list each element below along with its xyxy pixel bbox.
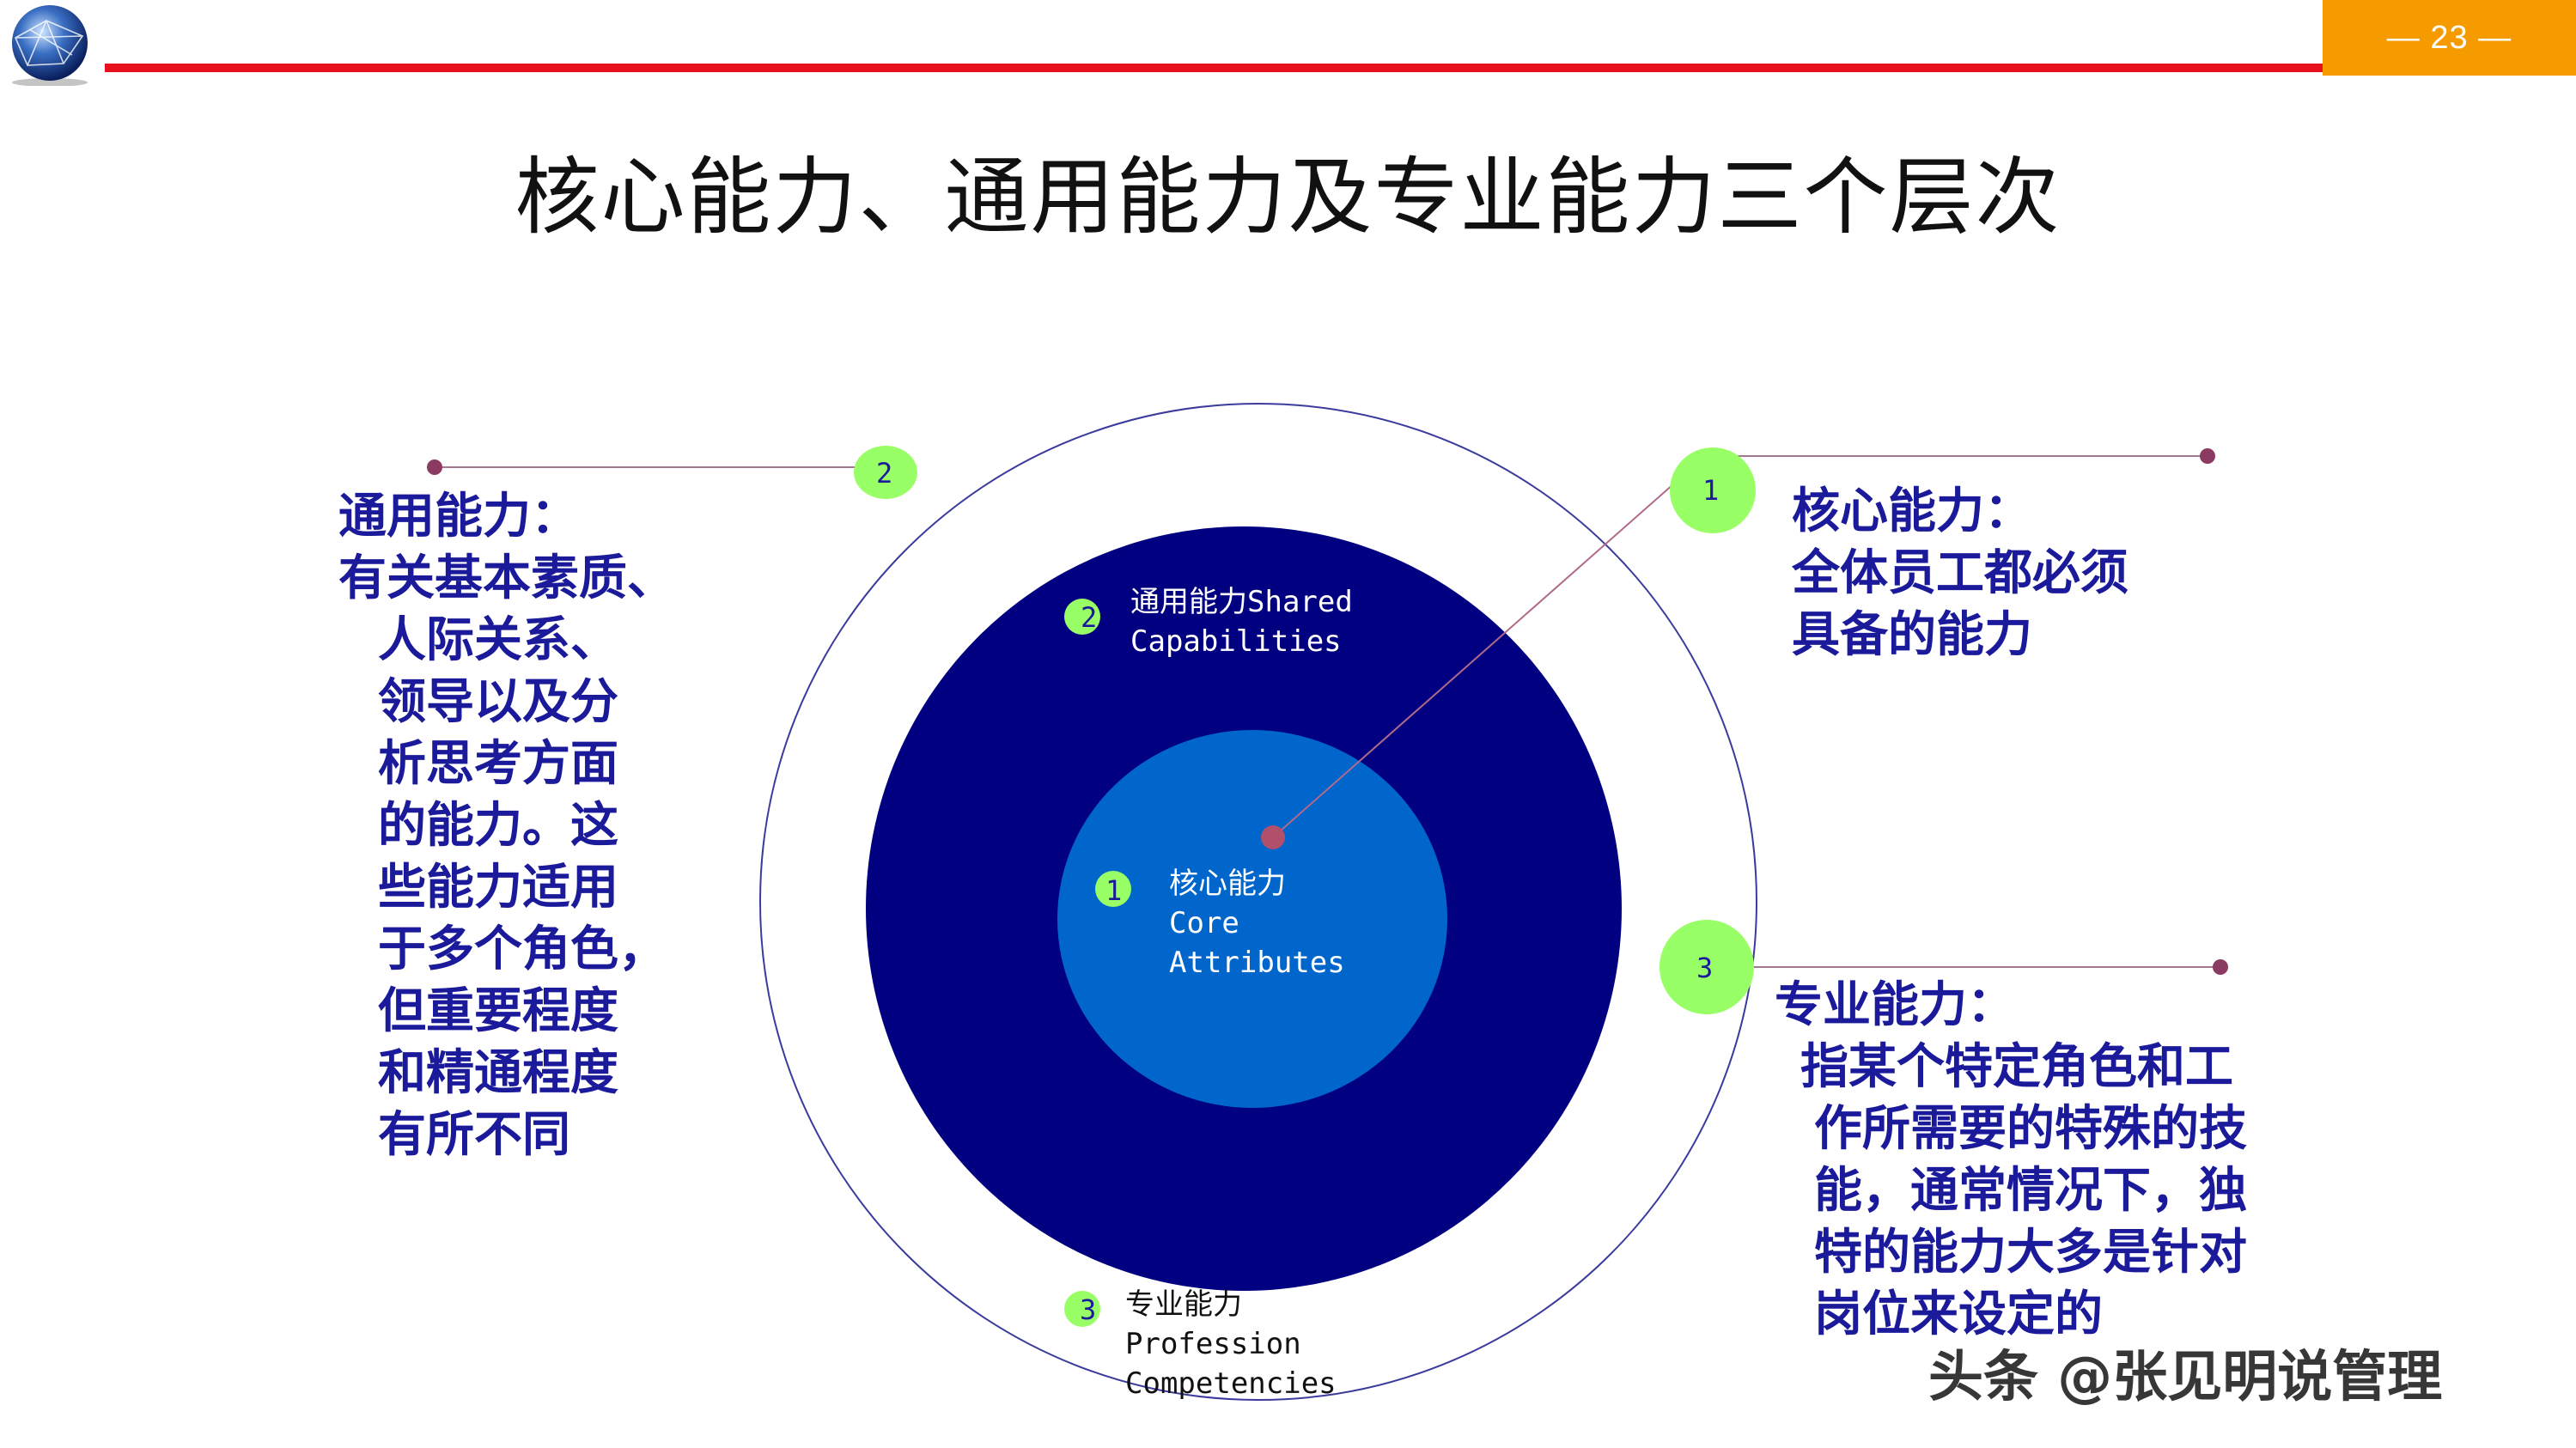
core-connector-line [1272, 470, 1690, 838]
middle-circle-label: 通用能力Shared Capabilities [1130, 582, 1353, 661]
inner-label-en1: Core [1169, 906, 1239, 940]
general-line: 于多个角色， [378, 922, 667, 977]
general-line: 人际关系、 [378, 612, 618, 668]
outer-circle-label: 专业能力 Profession Competencies [1125, 1285, 1337, 1403]
general-line: 有关基本素质、 [338, 551, 675, 606]
globe-logo-icon [12, 5, 88, 86]
core-badge-circle [1670, 447, 1756, 533]
inner-label-cn: 核心能力 [1169, 867, 1286, 901]
middle-small-badge [1064, 599, 1100, 635]
professional-badge-number: 3 [1696, 952, 1714, 984]
middle-badge-number: 2 [1081, 601, 1098, 634]
middle-label-line1: 通用能力Shared [1130, 585, 1353, 619]
professional-callout-text: 专业能力： 指某个特定角色和工 作所需要的特殊的技 能，通常情况下，独 特的能力… [1775, 975, 2247, 1346]
outer-badge-number: 3 [1080, 1293, 1097, 1326]
outer-label-en2: Competencies [1125, 1366, 1337, 1401]
header-red-bar [105, 64, 2323, 72]
general-badge-number: 2 [876, 457, 893, 490]
professional-line: 特的能力大多是针对 [1814, 1225, 2247, 1281]
inner-circle-core [1057, 730, 1447, 1108]
core-line: 全体员工都必须 [1792, 545, 2128, 601]
general-line: 的能力。这 [378, 798, 618, 854]
outer-label-en1: Profession [1125, 1327, 1301, 1361]
page-title: 核心能力、通用能力及专业能力三个层次 [515, 149, 2061, 246]
general-line: 和精通程度 [378, 1045, 618, 1101]
professional-line: 能，通常情况下，独 [1814, 1163, 2247, 1219]
middle-label-line2: Capabilities [1130, 624, 1342, 659]
core-callout-dot [2200, 448, 2215, 464]
core-callout-text: 核心能力： 全体员工都必须 具备的能力 [1792, 481, 2128, 666]
outer-label-cn: 专业能力 [1125, 1287, 1242, 1322]
general-heading: 通用能力： [338, 489, 579, 545]
watermark-text: 头条 @张见明说管理 [1928, 1346, 2443, 1409]
core-badge-number: 1 [1702, 474, 1720, 507]
general-badge-circle [854, 446, 917, 499]
professional-badge-circle [1659, 920, 1754, 1014]
general-line: 些能力适用 [378, 860, 618, 916]
general-callout-dot [427, 459, 442, 475]
inner-label-en2: Attributes [1169, 946, 1345, 980]
outer-ring-professional [759, 403, 1757, 1401]
general-line: 领导以及分 [378, 674, 618, 730]
core-heading: 核心能力： [1792, 484, 2032, 539]
professional-line: 作所需要的特殊的技 [1814, 1101, 2247, 1157]
general-line: 有所不同 [378, 1107, 570, 1163]
general-line: 析思考方面 [378, 736, 618, 792]
core-line: 具备的能力 [1792, 607, 2032, 663]
page-number-badge: — 23 — [2323, 0, 2576, 76]
professional-line: 岗位来设定的 [1814, 1287, 2103, 1342]
general-line: 但重要程度 [378, 983, 618, 1039]
core-center-dot [1261, 825, 1285, 849]
inner-badge-number: 1 [1105, 874, 1123, 907]
inner-small-badge [1095, 871, 1131, 907]
professional-heading: 专业能力： [1775, 977, 2015, 1033]
outer-small-badge [1064, 1291, 1100, 1327]
inner-circle-label: 核心能力 Core Attributes [1169, 864, 1345, 983]
professional-line: 指某个特定角色和工 [1800, 1039, 2233, 1095]
general-callout-text: 通用能力： 有关基本素质、 人际关系、 领导以及分 析思考方面 的能力。这 些能… [338, 486, 675, 1166]
professional-callout-dot [2213, 959, 2228, 975]
